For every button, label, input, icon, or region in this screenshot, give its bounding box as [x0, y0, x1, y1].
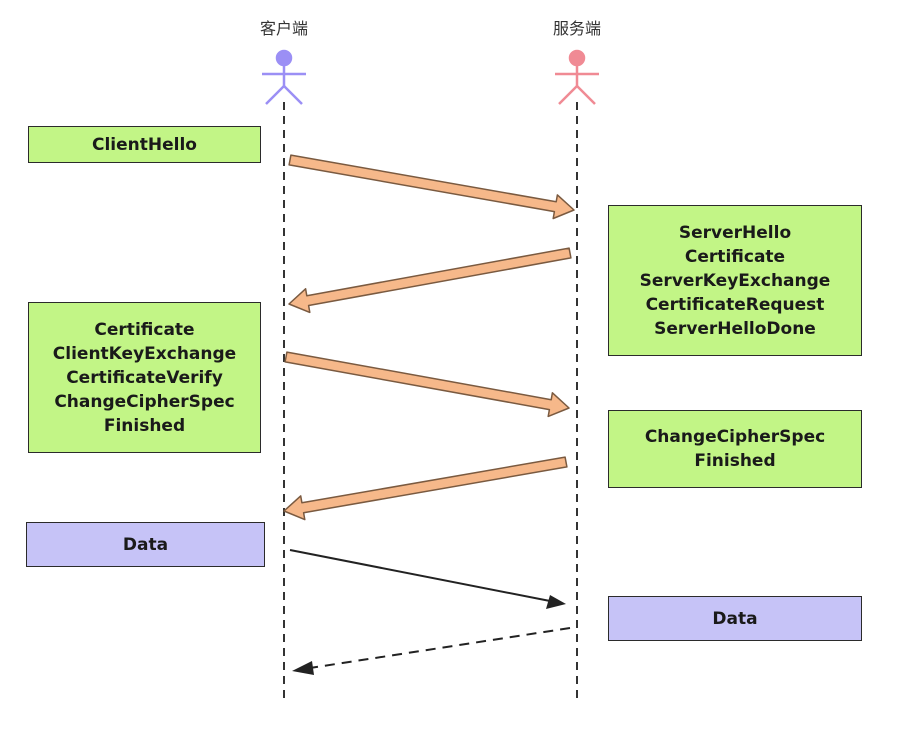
- client-key-exchange-arrow: [284, 351, 570, 418]
- server-data-box: Data: [608, 596, 862, 641]
- box-line: ClientHello: [92, 134, 197, 155]
- server-actor-label: 服务端: [552, 19, 601, 38]
- data-arrow-server-to-client: [292, 627, 571, 675]
- box-line: ServerKeyExchange: [639, 270, 831, 291]
- data-arrow-client-to-server: [289, 549, 566, 609]
- box-line: ChangeCipherSpec: [644, 427, 826, 447]
- client-hello-arrow: [288, 154, 575, 220]
- box-line: ChangeCipherSpec: [54, 391, 235, 412]
- server-finished-arrow: [283, 456, 568, 521]
- box-line: Certificate: [94, 319, 195, 340]
- box-line: ServerHello: [678, 222, 792, 243]
- box-line: Finished: [103, 415, 186, 436]
- client-hello-box: ClientHello: [28, 126, 261, 163]
- box-line: Data: [122, 534, 169, 555]
- client-actor-icon: [262, 49, 306, 105]
- box-line: Data: [712, 608, 758, 629]
- box-line: ClientKeyExchange: [52, 343, 237, 364]
- box-line: Certificate: [684, 246, 786, 267]
- box-line: Finished: [694, 451, 776, 471]
- server-hello-arrow: [288, 247, 572, 314]
- box-line: CertificateVerify: [66, 367, 223, 388]
- server-actor-icon: [555, 49, 599, 105]
- client-data-box: Data: [26, 522, 265, 567]
- box-line: ServerHelloDone: [654, 318, 816, 339]
- box-line: CertificateRequest: [645, 294, 825, 315]
- client-actor-label: 客户端: [259, 19, 308, 38]
